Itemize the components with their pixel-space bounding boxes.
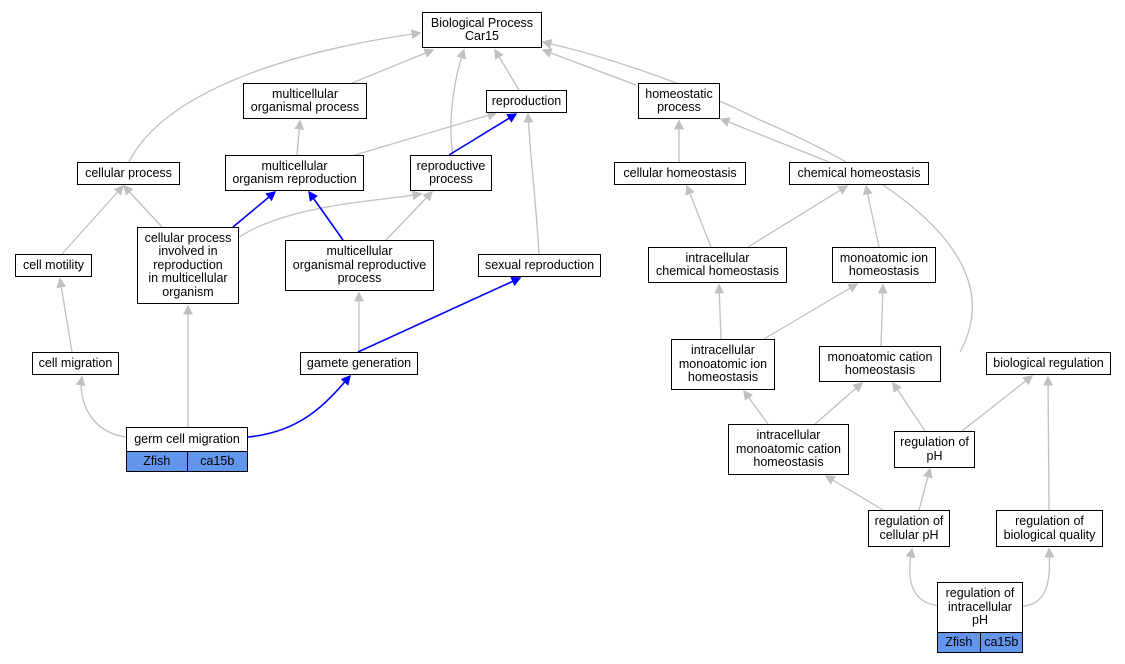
- node-regulation-of-biological-quality[interactable]: regulation of biological quality: [996, 510, 1103, 547]
- node-label: regulation of pH: [900, 435, 969, 463]
- node-intracellular-monoatomic-cation-homeostasis[interactable]: intracellular monoatomic cation homeosta…: [728, 424, 849, 475]
- annotation-species-tag[interactable]: Zfish: [127, 452, 187, 471]
- edge: [541, 39, 973, 353]
- edge: [450, 48, 466, 156]
- node-label: chemical homeostasis: [797, 165, 921, 180]
- edge: [56, 277, 73, 353]
- node-label: intracellular monoatomic cation homeosta…: [736, 428, 841, 470]
- edge: [541, 48, 637, 86]
- node-label: multicellular organismal process: [250, 86, 360, 114]
- edge: [75, 375, 127, 438]
- edge: [523, 112, 540, 255]
- node-biological-regulation[interactable]: biological regulation: [986, 352, 1111, 375]
- edge: [685, 184, 712, 248]
- node-label: reproduction: [491, 93, 562, 108]
- edge-highlighted: [308, 190, 344, 241]
- node-intracellular-monoatomic-ion-homeostasis[interactable]: intracellular monoatomic ion homeostasis: [671, 339, 775, 390]
- edge: [128, 29, 422, 163]
- node-cellular-process[interactable]: cellular process: [77, 162, 180, 185]
- edge: [918, 467, 933, 511]
- annotation-row: Zfish ca15b: [938, 632, 1022, 652]
- node-homeostatic-process[interactable]: homeostatic process: [638, 83, 720, 119]
- node-biological-process-car15[interactable]: Biological Process Car15: [422, 12, 542, 48]
- annotation-row: Zfish ca15b: [127, 451, 247, 471]
- edge-highlighted: [232, 191, 277, 228]
- node-label: regulation of intracellular pH: [945, 586, 1015, 628]
- edge: [961, 375, 1034, 432]
- edge: [862, 184, 880, 248]
- edge: [892, 381, 926, 432]
- edge: [905, 547, 943, 607]
- node-cell-motility[interactable]: cell motility: [15, 254, 92, 277]
- edge: [743, 389, 769, 425]
- node-regulation-of-intracellular-ph[interactable]: regulation of intracellular pH Zfish ca1…: [937, 582, 1023, 653]
- node-label: cellular process: [85, 165, 172, 180]
- node-sexual-reproduction[interactable]: sexual reproduction: [478, 254, 601, 277]
- node-label: monoatomic cation homeostasis: [827, 349, 933, 377]
- node-intracellular-chemical-homeostasis[interactable]: intracellular chemical homeostasis: [648, 247, 787, 283]
- edge: [1022, 547, 1055, 607]
- node-label: cell motility: [22, 257, 85, 272]
- annotation-gene-tag[interactable]: ca15b: [186, 452, 247, 471]
- edge-highlighted: [247, 374, 351, 438]
- node-germ-cell-migration[interactable]: germ cell migration Zfish ca15b: [126, 427, 248, 472]
- edge-highlighted: [357, 276, 522, 353]
- edge: [385, 190, 434, 241]
- edge: [747, 185, 849, 248]
- node-label: Biological Process Car15: [430, 15, 534, 43]
- edge: [877, 283, 888, 347]
- node-cell-migration[interactable]: cell migration: [32, 352, 119, 375]
- node-regulation-of-cellular-ph[interactable]: regulation of cellular pH: [868, 510, 950, 547]
- edge: [294, 119, 305, 156]
- node-label: homeostatic process: [645, 86, 713, 114]
- node-gamete-generation[interactable]: gamete generation: [300, 352, 418, 375]
- node-cellular-homeostasis[interactable]: cellular homeostasis: [614, 162, 746, 185]
- edge: [719, 117, 830, 163]
- node-label: multicellular organism reproduction: [232, 158, 357, 186]
- annotation-species-tag[interactable]: Zfish: [938, 633, 980, 652]
- node-label: regulation of biological quality: [1003, 514, 1096, 542]
- node-label: gamete generation: [306, 355, 412, 370]
- node-monoatomic-cation-homeostasis[interactable]: monoatomic cation homeostasis: [819, 346, 941, 382]
- node-label: cellular homeostasis: [623, 165, 737, 180]
- node-reproductive-process[interactable]: reproductive process: [410, 155, 492, 191]
- edge: [814, 382, 864, 425]
- annotation-gene-tag[interactable]: ca15b: [979, 633, 1022, 652]
- edge: [354, 110, 498, 156]
- node-label: multicellular organismal reproductive pr…: [292, 244, 427, 286]
- node-label: cell migration: [38, 355, 113, 370]
- edge-highlighted: [448, 113, 518, 156]
- node-multicellular-organismal-reproductive-process[interactable]: multicellular organismal reproductive pr…: [285, 240, 434, 291]
- edge: [61, 184, 125, 255]
- node-multicellular-organism-reproduction[interactable]: multicellular organism reproduction: [225, 155, 364, 191]
- edge: [714, 283, 725, 340]
- edge: [1043, 375, 1054, 511]
- node-label: regulation of cellular pH: [874, 514, 944, 542]
- node-label: monoatomic ion homeostasis: [839, 250, 929, 278]
- node-label: biological regulation: [993, 355, 1104, 370]
- edge: [494, 48, 520, 91]
- node-multicellular-organismal-process[interactable]: multicellular organismal process: [243, 83, 367, 119]
- edge: [351, 48, 435, 84]
- node-label: reproductive process: [416, 158, 486, 186]
- node-reproduction[interactable]: reproduction: [486, 90, 567, 113]
- node-label: intracellular monoatomic ion homeostasis: [678, 343, 768, 385]
- node-label: intracellular chemical homeostasis: [656, 250, 779, 278]
- edges-layer: [56, 29, 1055, 607]
- node-chemical-homeostasis[interactable]: chemical homeostasis: [789, 162, 929, 185]
- node-label: cellular process involved in reproductio…: [144, 230, 232, 299]
- edge: [122, 184, 163, 228]
- node-label: sexual reproduction: [484, 257, 595, 272]
- edge: [763, 283, 859, 340]
- edge: [238, 190, 423, 238]
- edge: [824, 475, 884, 511]
- node-regulation-of-ph[interactable]: regulation of pH: [894, 431, 975, 468]
- node-monoatomic-ion-homeostasis[interactable]: monoatomic ion homeostasis: [832, 247, 936, 283]
- node-label: germ cell migration: [134, 431, 240, 446]
- node-cellular-process-involved-in-reproduction[interactable]: cellular process involved in reproductio…: [137, 227, 239, 304]
